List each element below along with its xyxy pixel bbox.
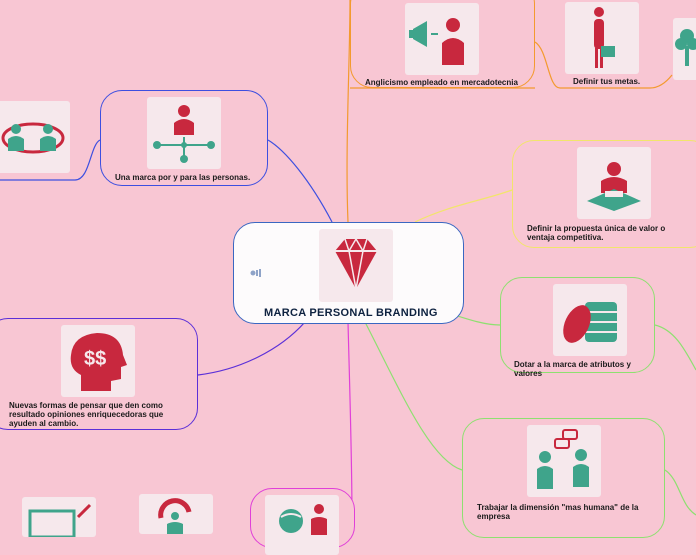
topic-icon-tile: $$: [61, 325, 135, 397]
topic-metas-icon-tile[interactable]: [565, 2, 639, 74]
people-exchange-icon: [1, 122, 65, 154]
center-title: MARCA PERSONAL BRANDING: [264, 307, 438, 319]
head-money-icon: $$: [70, 333, 127, 391]
topic-icon-tile: [405, 3, 479, 75]
link-right-humana: [664, 469, 696, 516]
topic-label: Anglicismo empleado en mercadotecnia: [365, 78, 518, 87]
partial-tree-tile[interactable]: [673, 18, 696, 80]
partial-people-tile[interactable]: [0, 101, 70, 173]
partial-monitor-tile[interactable]: [22, 497, 96, 539]
link-personas: [267, 139, 333, 223]
topic-humana[interactable]: Trabajar la dimensión "mas humana" de la…: [462, 418, 665, 538]
link-humana: [364, 321, 463, 471]
topic-icon-tile: [147, 97, 221, 169]
topic-metas-label: Definir tus metas.: [573, 77, 641, 86]
topic-icon-tile: [553, 284, 627, 356]
monitor-pen-icon: [28, 503, 92, 539]
link-globe: [347, 321, 353, 520]
link-anglicismo: [346, 0, 351, 223]
partial-chart-tile[interactable]: [139, 494, 213, 534]
topic-icon-tile: [577, 147, 651, 219]
topic-label: Una marca por y para las personas.: [115, 173, 251, 182]
link-right-atributos: [654, 324, 696, 371]
topic-nuevas[interactable]: $$ Nuevas formas de pensar que den como …: [0, 318, 198, 430]
center-node[interactable]: MARCA PERSONAL BRANDING: [233, 222, 464, 324]
link-personas-left: [0, 139, 101, 181]
center-icon-tile: [319, 229, 393, 302]
attachment-icon[interactable]: [248, 268, 262, 278]
link-metas: [534, 41, 673, 89]
network-people-icon: [153, 105, 215, 163]
topic-anglicismo[interactable]: Anglicismo empleado en mercadotecnia: [350, 0, 535, 88]
topic-label: Dotar a la marca de atributos y valores: [514, 360, 631, 378]
globe-person-icon: [279, 504, 327, 535]
topic-icon-tile: [265, 495, 339, 555]
topic-valor[interactable]: Definir la propuesta única de valor o ve…: [512, 140, 696, 248]
topic-atributos[interactable]: Dotar a la marca de atributos y valores: [500, 277, 655, 378]
link-valor: [414, 189, 513, 223]
people-chat-icon: [537, 429, 589, 489]
topic-personas[interactable]: Una marca por y para las personas.: [100, 90, 268, 186]
topic-label: Nuevas formas de pensar que den como res…: [9, 401, 164, 428]
presenter-desk-icon: [587, 162, 641, 211]
svg-text:$$: $$: [84, 348, 106, 370]
person-chart-icon: [158, 498, 192, 534]
link-nuevas: [197, 321, 306, 376]
tree-person-icon: [675, 29, 696, 66]
coin-stack-icon: [563, 302, 617, 343]
topic-label: Trabajar la dimensión "mas humana" de la…: [477, 503, 639, 521]
topic-label: Definir la propuesta única de valor o ve…: [527, 224, 666, 242]
partial-globe-node[interactable]: [250, 488, 355, 555]
diamond-icon: [335, 237, 377, 290]
topic-icon-tile: [527, 425, 601, 497]
person-briefcase-icon: [594, 7, 615, 68]
megaphone-person-icon: [409, 18, 464, 65]
